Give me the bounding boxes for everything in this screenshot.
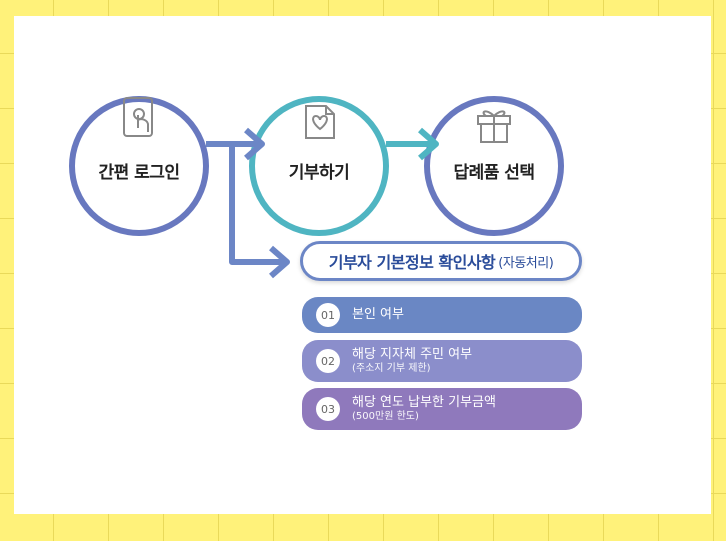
item-number: 01 <box>316 303 340 327</box>
info-item-3: 03 해당 연도 납부한 기부금액 (500만원 한도) <box>302 388 582 430</box>
flow-diagram <box>69 96 564 279</box>
info-subtitle: (자동처리) <box>498 255 554 271</box>
item-subtext: (주소지 기부 제한) <box>352 362 431 374</box>
node-circle-gift <box>424 96 564 236</box>
info-item-2: 02 해당 지자체 주민 여부 (주소지 기부 제한) <box>302 340 582 382</box>
arrow-head-down <box>269 245 290 279</box>
gift-box-icon <box>477 110 511 143</box>
phone-tap-icon <box>123 97 153 137</box>
node-label-login: 간편 로그인 <box>98 163 180 183</box>
info-item-1: 01 본인 여부 <box>302 297 582 333</box>
node-circle-donate <box>249 96 389 236</box>
item-number: 03 <box>316 397 340 421</box>
node-label-gift: 답례품 선택 <box>453 163 535 183</box>
card: 간편 로그인 기부하기 답례품 선택 기부자 기본정보 확인사항 (자동처리) … <box>14 16 711 514</box>
arrow-head-1 <box>244 127 265 161</box>
item-text: 해당 지자체 주민 여부 <box>352 347 473 363</box>
info-header: 기부자 기본정보 확인사항 (자동처리) <box>300 241 582 281</box>
arrow-line-down <box>229 144 284 265</box>
heart-document-icon <box>305 105 335 139</box>
item-subtext: (500만원 한도) <box>352 410 419 422</box>
item-text: 해당 연도 납부한 기부금액 <box>352 395 496 411</box>
arrow-head-2 <box>418 127 439 161</box>
info-title: 기부자 기본정보 확인사항 <box>328 253 496 272</box>
item-text: 본인 여부 <box>352 307 404 323</box>
node-label-donate: 기부하기 <box>288 163 350 183</box>
item-number: 02 <box>316 349 340 373</box>
